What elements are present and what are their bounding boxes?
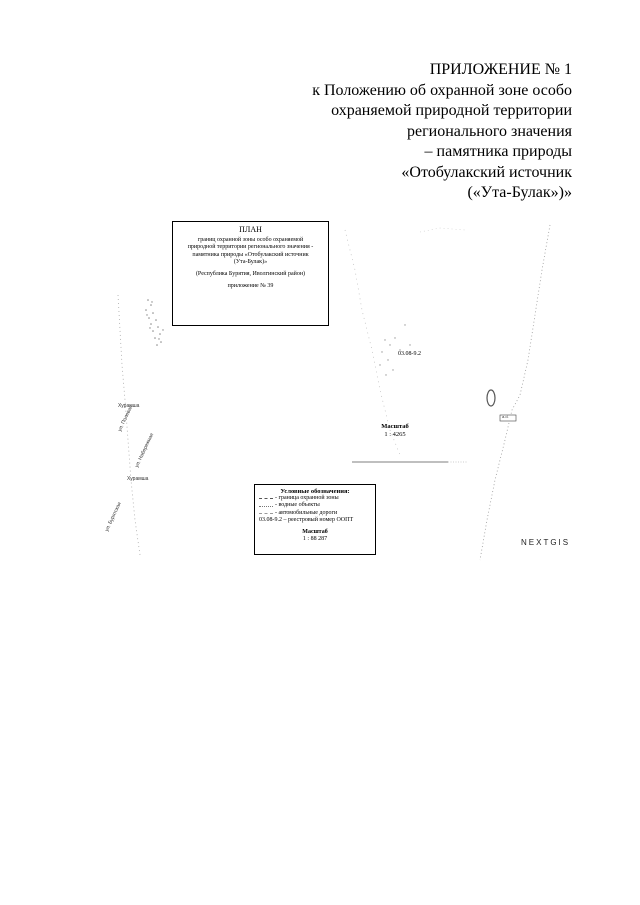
appendix-header: ПРИЛОЖЕНИЕ № 1 к Положению об охранной з… xyxy=(312,60,572,204)
site-cluster xyxy=(379,324,411,376)
road-label: a.d. xyxy=(502,414,509,419)
legend-box: Условные обозначения: - граница охранной… xyxy=(254,484,376,555)
water-symbol-icon xyxy=(259,505,273,507)
plan-line: памятника природы «Отобулакский источник xyxy=(192,251,309,258)
map-scale-title: Масштаб xyxy=(381,423,409,430)
site-number-label: 03.08-9.2 xyxy=(398,351,421,357)
legend-item-water: - водные объекты xyxy=(259,502,371,509)
legend-title: Условные обозначения: xyxy=(280,488,350,495)
boundary-line-center xyxy=(344,229,401,456)
boundary-line-right xyxy=(479,224,551,561)
header-line: («Ута-Булак»)» xyxy=(467,184,572,201)
legend-item-roads: - автомобильные дороги xyxy=(259,510,371,517)
plan-line: границ охранной зоны особо охраняемой xyxy=(197,237,304,243)
plan-appendix: приложение № 39 xyxy=(227,283,274,290)
header-line: ПРИЛОЖЕНИЕ № 1 xyxy=(429,61,572,78)
legend-scale-title: Масштаб xyxy=(302,529,328,536)
header-line: «Отобулакский источник xyxy=(401,163,572,181)
header-line: – памятника природы xyxy=(424,143,572,160)
plan-region: (Республика Бурятия, Иволгинский район) xyxy=(195,271,306,278)
legend-item-boundary: - граница охранной зоны xyxy=(259,495,371,502)
plan-title: ПЛАН xyxy=(239,225,262,234)
map-scale-label: Масштаб 1 : 4265 xyxy=(370,423,420,439)
legend-item-label: - автомобильные дороги xyxy=(275,509,338,516)
road-marker xyxy=(499,414,517,422)
legend-item-label: - водные объекты xyxy=(275,502,320,509)
plan-line: природной территории регионального значе… xyxy=(187,244,314,251)
header-line: регионального значения xyxy=(406,122,572,140)
legend-item-registry: 03.08-9.2 – реестровый номер ООПТ xyxy=(259,517,371,524)
plan-box: ПЛАН границ охранной зоны особо охраняем… xyxy=(172,221,329,326)
vegetation-patch xyxy=(145,299,164,346)
place-label: Хурамша xyxy=(127,476,149,482)
legend-scale-value: 1 : 88 287 xyxy=(302,536,328,543)
road-symbol-icon xyxy=(259,512,273,514)
plan-line: (Ута-Булак)» xyxy=(233,258,268,265)
nextgis-attribution: NEXTGIS xyxy=(521,538,571,547)
legend-item-label: 03.08-9.2 – реестровый номер ООПТ xyxy=(259,516,354,523)
boundary-symbol-icon xyxy=(259,498,273,500)
header-line: к Положению об охранной зоне особо xyxy=(312,81,572,99)
boundary-line-left xyxy=(117,294,141,556)
legend-item-label: - граница охранной зоны xyxy=(275,495,339,502)
header-line: охраняемой природной территории xyxy=(331,102,572,119)
map-scale-value: 1 : 4265 xyxy=(384,431,406,438)
road-line xyxy=(419,227,466,233)
place-label: Хурамша xyxy=(118,403,140,409)
water-body xyxy=(486,389,496,407)
